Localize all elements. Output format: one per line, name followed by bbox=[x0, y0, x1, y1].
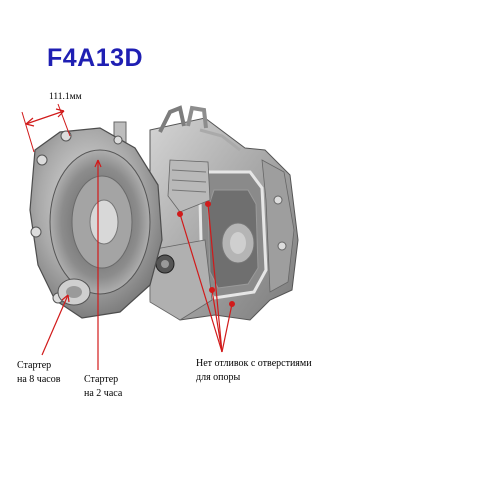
starter-8-line-1: Стартер bbox=[17, 360, 52, 371]
no-casting-line-1: Нет отливок с отверстиями bbox=[196, 358, 312, 369]
starter-8-label: Стартер на 8 часов bbox=[17, 359, 60, 387]
starter-2-label: Стартер на 2 часа bbox=[84, 373, 122, 401]
measurement-annotation bbox=[21, 103, 71, 153]
no-casting-line-2: для опоры bbox=[196, 372, 241, 383]
measurement-label: 111.1мм bbox=[49, 92, 82, 102]
model-title: F4A13D bbox=[47, 44, 144, 72]
no-casting-label: Нет отливок с отверстиями для опоры bbox=[196, 357, 312, 385]
starter-annotation-lines bbox=[41, 159, 102, 370]
starter-2-line-2: на 2 часа bbox=[84, 388, 123, 399]
bell-housing bbox=[29, 127, 163, 319]
no-casting-annotation-lines bbox=[177, 201, 236, 353]
starter-2-line-1: Стартер bbox=[84, 374, 119, 385]
gearbox-housing bbox=[113, 105, 299, 321]
starter-8-line-2: на 8 часов bbox=[17, 374, 61, 385]
